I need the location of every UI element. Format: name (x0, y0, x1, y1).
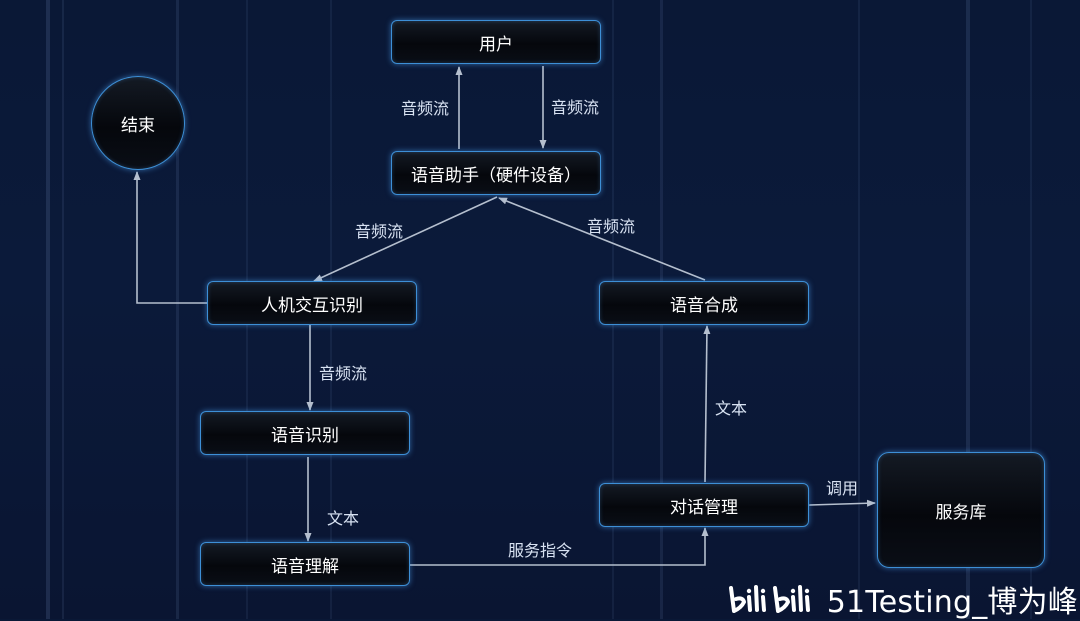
node-tts: 语音合成 (599, 281, 809, 325)
node-voice-assistant: 语音助手（硬件设备） (391, 151, 601, 195)
arrow-dm-to-tts (703, 325, 711, 483)
label-nlu-to-dm: 服务指令 (507, 541, 573, 560)
node-nlu: 语音理解 (200, 542, 410, 586)
label-user-to-assistant: 音频流 (550, 98, 600, 117)
label-hci-to-asr: 音频流 (318, 364, 368, 383)
node-hci-recognition: 人机交互识别 (207, 281, 417, 325)
node-dialog-manager: 对话管理 (599, 483, 809, 527)
arrow-hci-to-end (133, 171, 207, 304)
node-user: 用户 (391, 20, 601, 64)
watermark: 51Testing_博为峰 (727, 581, 1078, 620)
label-assistant-to-hci: 音频流 (354, 222, 404, 241)
label-assistant-to-user: 音频流 (400, 99, 450, 118)
node-asr: 语音识别 (200, 411, 410, 455)
arrow-tts-to-assistant (498, 197, 706, 281)
label-dm-to-tts: 文本 (714, 399, 748, 418)
arrow-dm-service (801, 499, 876, 509)
node-end: 结束 (91, 76, 185, 170)
arrow-nlu-to-dm (409, 527, 709, 566)
bilibili-logo-icon (728, 585, 810, 613)
node-service-library: 服务库 (877, 452, 1045, 568)
label-tts-to-assistant: 音频流 (586, 217, 636, 236)
watermark-text: 51Testing_博为峰 (826, 585, 1078, 620)
label-asr-to-nlu: 文本 (326, 509, 360, 528)
label-dm-service: 调用 (825, 479, 859, 498)
arrow-assistant-to-hci (313, 196, 498, 282)
